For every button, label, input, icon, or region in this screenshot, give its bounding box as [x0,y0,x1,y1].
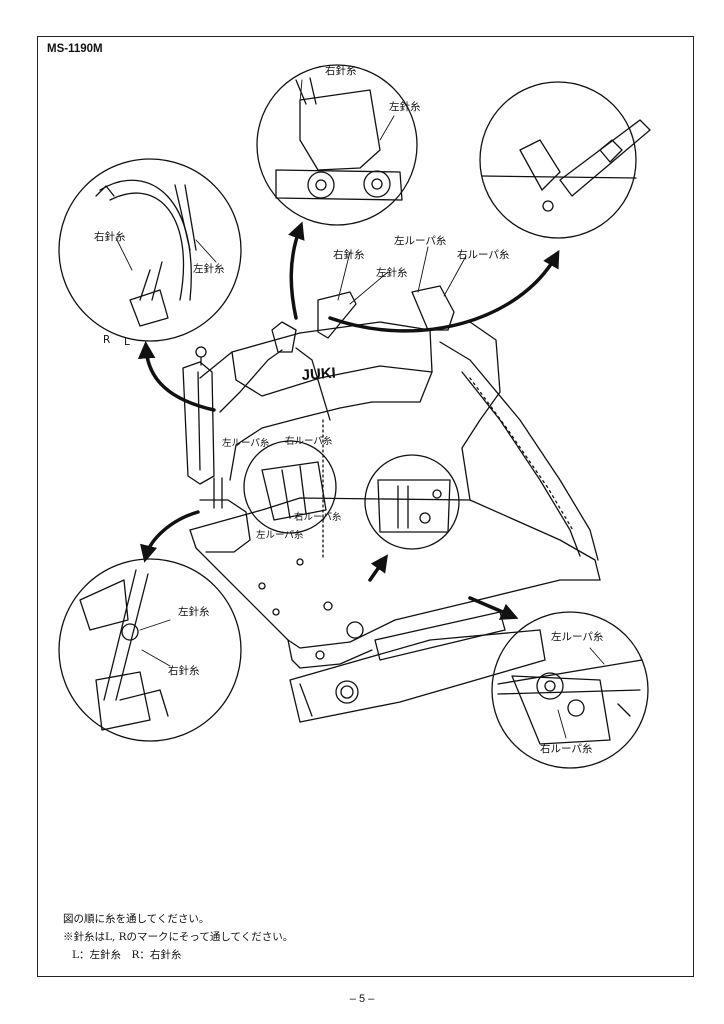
label-left-looper-thread-bottom: 左ルーパ糸 [551,630,603,643]
label-right-needle-thread-top: 右針糸 [325,64,357,77]
label-right-looper-thread-main: 右ルーパ糸 [457,248,509,261]
label-r-mark: R [103,334,110,346]
label-right-looper-thread-bottom: 右ルーパ糸 [540,742,592,755]
callout-top-right [479,81,651,239]
page-frame [37,36,694,977]
juki-logo: JUKI [301,365,336,384]
arrow-to-top-right [328,249,560,333]
label-left-looper-thread-main: 左ルーパ糸 [394,234,446,247]
arrow-to-left-top [137,341,216,412]
label-right-looper-thread-window: 右ルーパ糸 [285,435,332,447]
callout-top-center [256,64,418,226]
label-left-needle-thread: 左針糸 [193,262,225,275]
note-line-2: ※針糸はL, Rのマークにそって通してください。 [63,931,294,943]
label-right-needle-thread: 右針糸 [94,230,126,243]
label-left-needle-thread-main: 左針糸 [376,266,408,279]
page-number: – 5 – [349,993,375,1005]
arrow-to-top-center [288,221,305,320]
label-right-needle-thread-main: 右針糸 [333,248,365,261]
sewing-machine-body [182,285,601,723]
arrow-to-bottom-left [140,510,200,563]
model-name: MS-1190M [47,43,103,55]
callout-left-top [58,158,242,342]
arrow-into-looper [368,554,389,582]
label-right-looper-thread-window-lower: 右ルーパ糸 [294,511,341,523]
flow-arrows [137,221,560,620]
callout-bottom-left [58,558,242,742]
label-right-needle-thread-bottom: 右針糸 [168,664,200,677]
label-left-looper-thread-window: 左ルーパ糸 [222,437,269,449]
callout-bottom-right [491,611,649,769]
note-line-1: 図の順に糸を通してください。 [63,913,210,925]
label-l-mark: L [124,336,130,348]
arrow-to-bottom-right [468,596,519,620]
note-line-3: L：左針糸 R：右針糸 [72,949,182,961]
label-leaders [115,79,605,739]
label-left-needle-thread-bottom: 左針糸 [178,605,210,618]
label-left-looper-thread-window-lower: 左ルーパ糸 [256,529,303,541]
label-left-needle-thread-top: 左針糸 [389,100,421,113]
